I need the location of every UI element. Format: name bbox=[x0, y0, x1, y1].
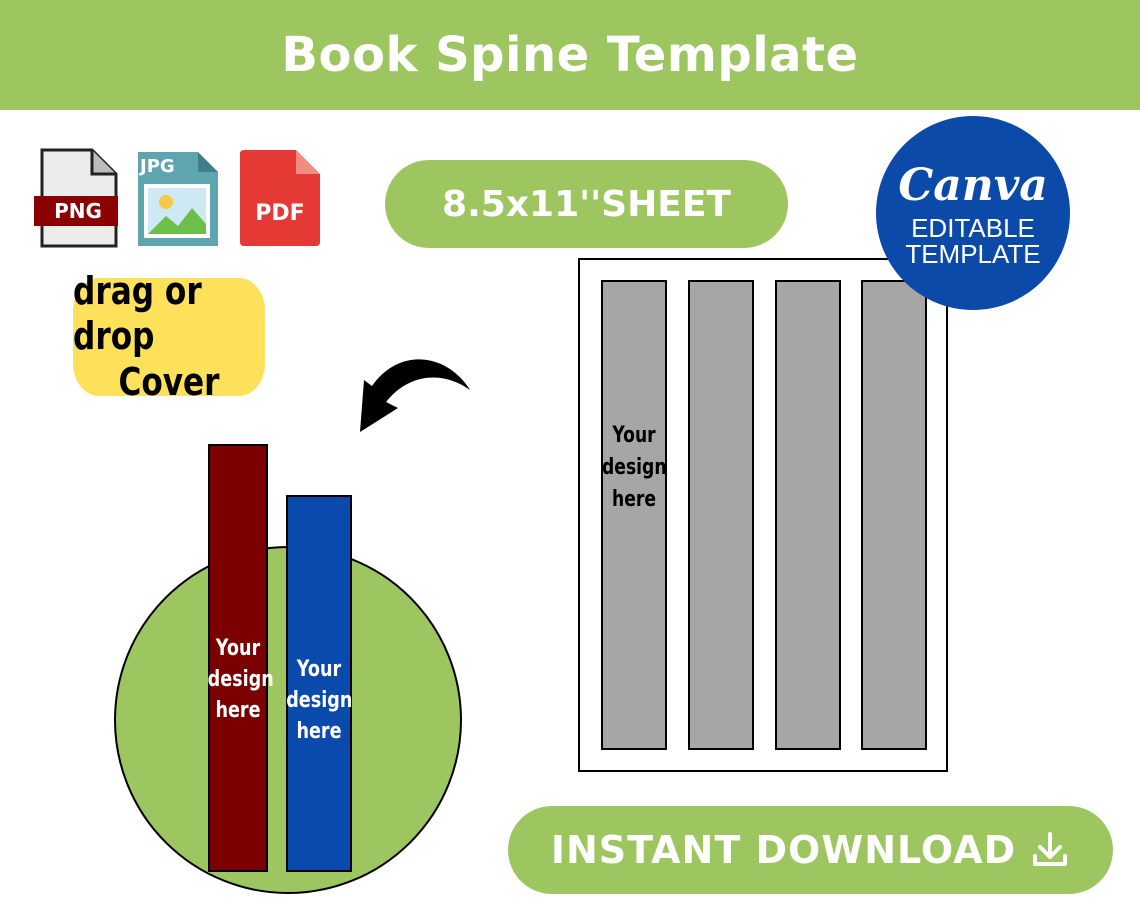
canva-editable-badge: Canva EDITABLE TEMPLATE bbox=[876, 116, 1070, 310]
pdf-label: PDF bbox=[255, 201, 304, 226]
book-spine-blue: Your design here bbox=[286, 495, 352, 872]
book-design-label: Your design here bbox=[286, 657, 353, 744]
drag-drop-line1: drag or drop bbox=[73, 268, 202, 359]
spine-strip bbox=[688, 280, 754, 750]
download-label: INSTANT DOWNLOAD bbox=[550, 828, 1017, 872]
spine-strip bbox=[775, 280, 841, 750]
strip-design-label: Your design here bbox=[602, 423, 667, 512]
png-file-icon: PNG bbox=[34, 148, 126, 252]
png-label: PNG bbox=[54, 199, 102, 223]
header-banner: Book Spine Template bbox=[0, 0, 1140, 110]
drag-drop-line2: Cover bbox=[118, 359, 220, 404]
sheet-size-badge: 8.5x11''SHEET bbox=[385, 160, 788, 248]
jpg-label: JPG bbox=[138, 156, 175, 177]
sheet-size-label: 8.5x11''SHEET bbox=[442, 183, 731, 225]
instant-download-button[interactable]: INSTANT DOWNLOAD bbox=[508, 806, 1113, 894]
spine-strip bbox=[861, 280, 927, 750]
canva-badge-text: EDITABLE TEMPLATE bbox=[905, 212, 1041, 269]
book-spine-red: Your design here bbox=[207, 444, 274, 872]
jpg-file-icon: JPG bbox=[136, 150, 220, 254]
spine-strip: Your design here bbox=[601, 280, 667, 750]
pdf-file-icon: PDF bbox=[238, 148, 322, 252]
download-icon bbox=[1033, 832, 1068, 866]
canva-logo: Canva bbox=[898, 159, 1048, 211]
drag-drop-badge: drag or drop Cover bbox=[73, 269, 265, 404]
book-design-label: Your design here bbox=[207, 636, 274, 723]
page-title: Book Spine Template bbox=[281, 27, 859, 83]
curved-arrow-icon bbox=[338, 348, 478, 444]
